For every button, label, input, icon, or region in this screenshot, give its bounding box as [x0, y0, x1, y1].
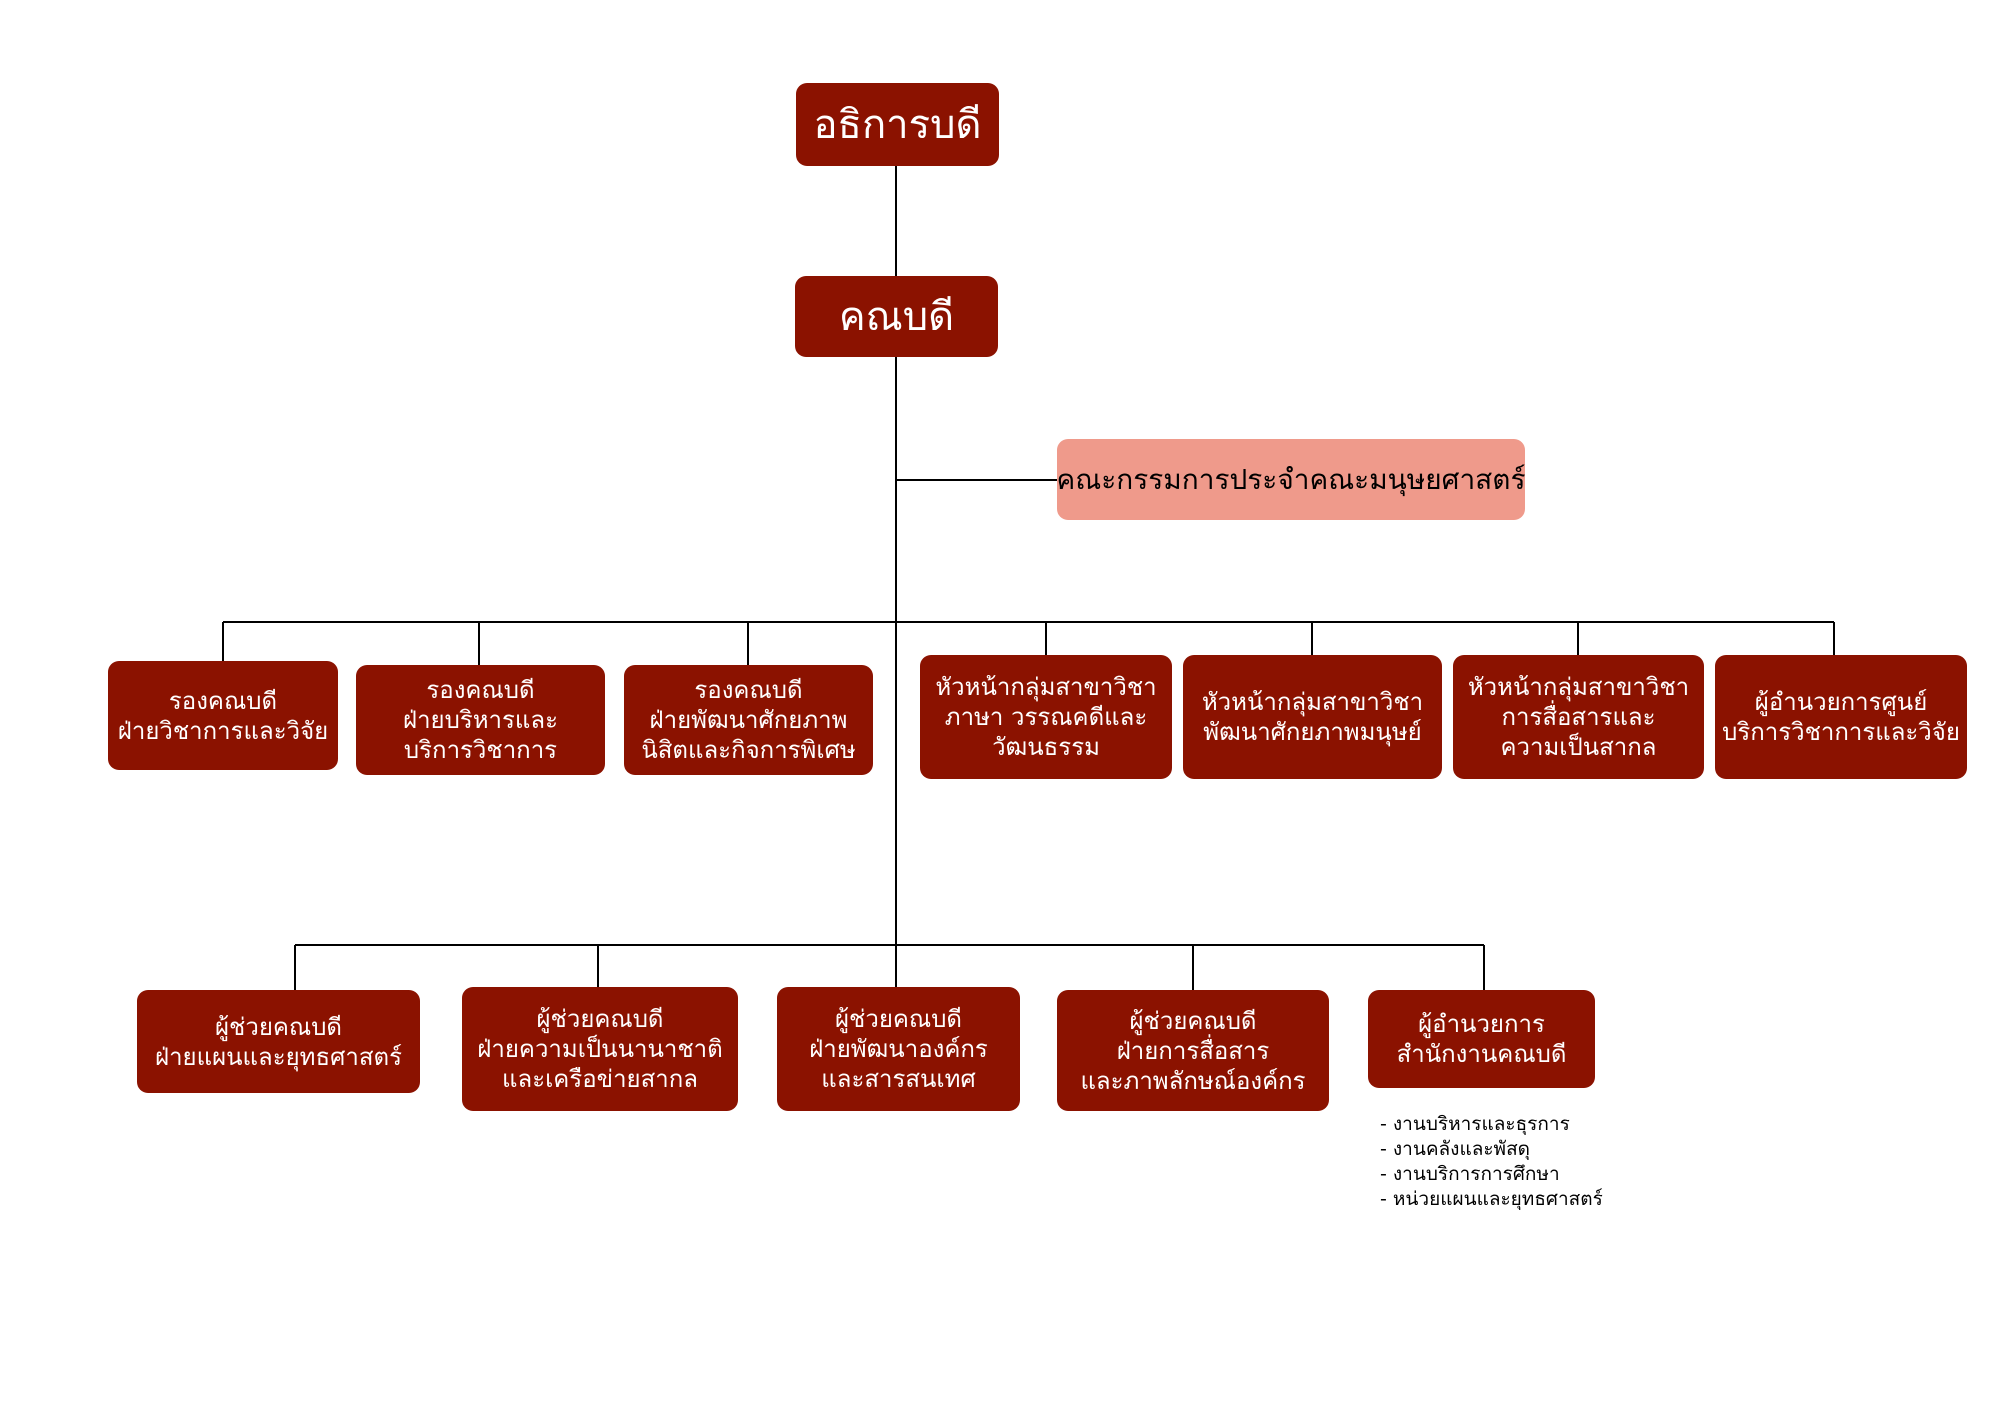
box-line: และภาพลักษณ์องค์กร: [1080, 1066, 1306, 1095]
row1-box-academic-service-center: ผู้อำนวยการศูนย์ บริการวิชาการและวิจัย: [1715, 655, 1967, 779]
box-line: ฝ่ายการสื่อสาร: [1116, 1036, 1270, 1065]
president-label: อธิการบดี: [813, 101, 982, 148]
row1-box-student-development: รองคณบดี ฝ่ายพัฒนาศักยภาพ นิสิตและกิจการ…: [624, 665, 873, 775]
box-line: สำนักงานคณบดี: [1396, 1040, 1567, 1068]
row2-box-organization-development: ผู้ช่วยคณบดี ฝ่ายพัฒนาองค์กร และสารสนเทศ: [777, 987, 1020, 1111]
box-line: หัวหน้ากลุ่มสาขาวิชา: [935, 673, 1157, 701]
box-line: ฝ่ายแผนและยุทธศาสตร์: [155, 1042, 402, 1071]
box-line: ผู้ช่วยคณบดี: [536, 1005, 664, 1033]
row1-box-language-literature-culture: หัวหน้ากลุ่มสาขาวิชา ภาษา วรรณคดีและ วัฒ…: [920, 655, 1172, 779]
dean-box: คณบดี: [795, 276, 998, 357]
office-unit-item: - งานคลังและพัสดุ: [1380, 1138, 1531, 1160]
row1-box-academic-research: รองคณบดี ฝ่ายวิชาการและวิจัย: [108, 661, 338, 770]
committee-label: คณะกรรมการประจำคณะมนุษยศาสตร์: [1056, 463, 1526, 496]
box-line: บริการวิชาการและวิจัย: [1722, 718, 1960, 746]
row2-box-communication-image: ผู้ช่วยคณบดี ฝ่ายการสื่อสาร และภาพลักษณ์…: [1057, 990, 1329, 1111]
row2-box-internationalization: ผู้ช่วยคณบดี ฝ่ายความเป็นนานาชาติ และเคร…: [462, 987, 738, 1111]
box-line: นิสิตและกิจการพิเศษ: [641, 736, 856, 764]
president-box: อธิการบดี: [796, 83, 999, 166]
box-line: ฝ่ายวิชาการและวิจัย: [117, 716, 329, 745]
office-units-list: - งานบริหารและธุรการ - งานคลังและพัสดุ -…: [1380, 1112, 1603, 1212]
box-line: ฝ่ายความเป็นนานาชาติ: [477, 1035, 723, 1063]
box-line: ฝ่ายพัฒนาศักยภาพ: [649, 706, 848, 734]
office-unit-item: - งานบริหารและธุรการ: [1380, 1113, 1570, 1135]
office-unit-item: - หน่วยแผนและยุทธศาสตร์: [1380, 1188, 1603, 1210]
box-line: ผู้อำนวยการศูนย์: [1754, 688, 1928, 716]
box-line: หัวหน้ากลุ่มสาขาวิชา: [1201, 688, 1424, 716]
box-line: ผู้ช่วยคณบดี: [214, 1012, 343, 1041]
box-line: รองคณบดี: [168, 686, 278, 715]
box-line: ผู้อำนวยการ: [1418, 1010, 1545, 1038]
box-line: ความเป็นสากล: [1500, 733, 1657, 761]
box-line: ฝ่ายพัฒนาองค์กร: [809, 1035, 988, 1063]
row1-box-communication-internationalization: หัวหน้ากลุ่มสาขาวิชา การสื่อสารและ ความเ…: [1453, 655, 1704, 779]
box-line: รองคณบดี: [426, 676, 535, 704]
box-line: ฝ่ายบริหารและ: [403, 706, 558, 734]
committee-box: คณะกรรมการประจำคณะมนุษยศาสตร์: [1057, 439, 1525, 520]
row2-box-dean-office: ผู้อำนวยการ สำนักงานคณบดี: [1368, 990, 1595, 1088]
row2-box-planning-strategy: ผู้ช่วยคณบดี ฝ่ายแผนและยุทธศาสตร์: [137, 990, 420, 1093]
row1-box-human-development: หัวหน้ากลุ่มสาขาวิชา พัฒนาศักยภาพมนุษย์: [1183, 655, 1442, 779]
box-line: วัฒนธรรม: [992, 733, 1100, 761]
box-line: หัวหน้ากลุ่มสาขาวิชา: [1467, 673, 1690, 701]
office-unit-item: - งานบริการการศึกษา: [1380, 1163, 1560, 1185]
box-line: การสื่อสารและ: [1501, 703, 1656, 731]
dean-label: คณบดี: [838, 293, 955, 340]
box-line: และเครือข่ายสากล: [502, 1065, 698, 1093]
box-line: พัฒนาศักยภาพมนุษย์: [1203, 718, 1422, 746]
box-line: บริการวิชาการ: [403, 736, 558, 764]
box-line: ผู้ช่วยคณบดี: [834, 1005, 963, 1033]
box-line: รองคณบดี: [694, 676, 803, 704]
box-line: ผู้ช่วยคณบดี: [1129, 1006, 1257, 1035]
box-line: ภาษา วรรณคดีและ: [944, 703, 1148, 731]
box-line: และสารสนเทศ: [821, 1065, 976, 1093]
row1-box-administration: รองคณบดี ฝ่ายบริหารและ บริการวิชาการ: [356, 665, 605, 775]
